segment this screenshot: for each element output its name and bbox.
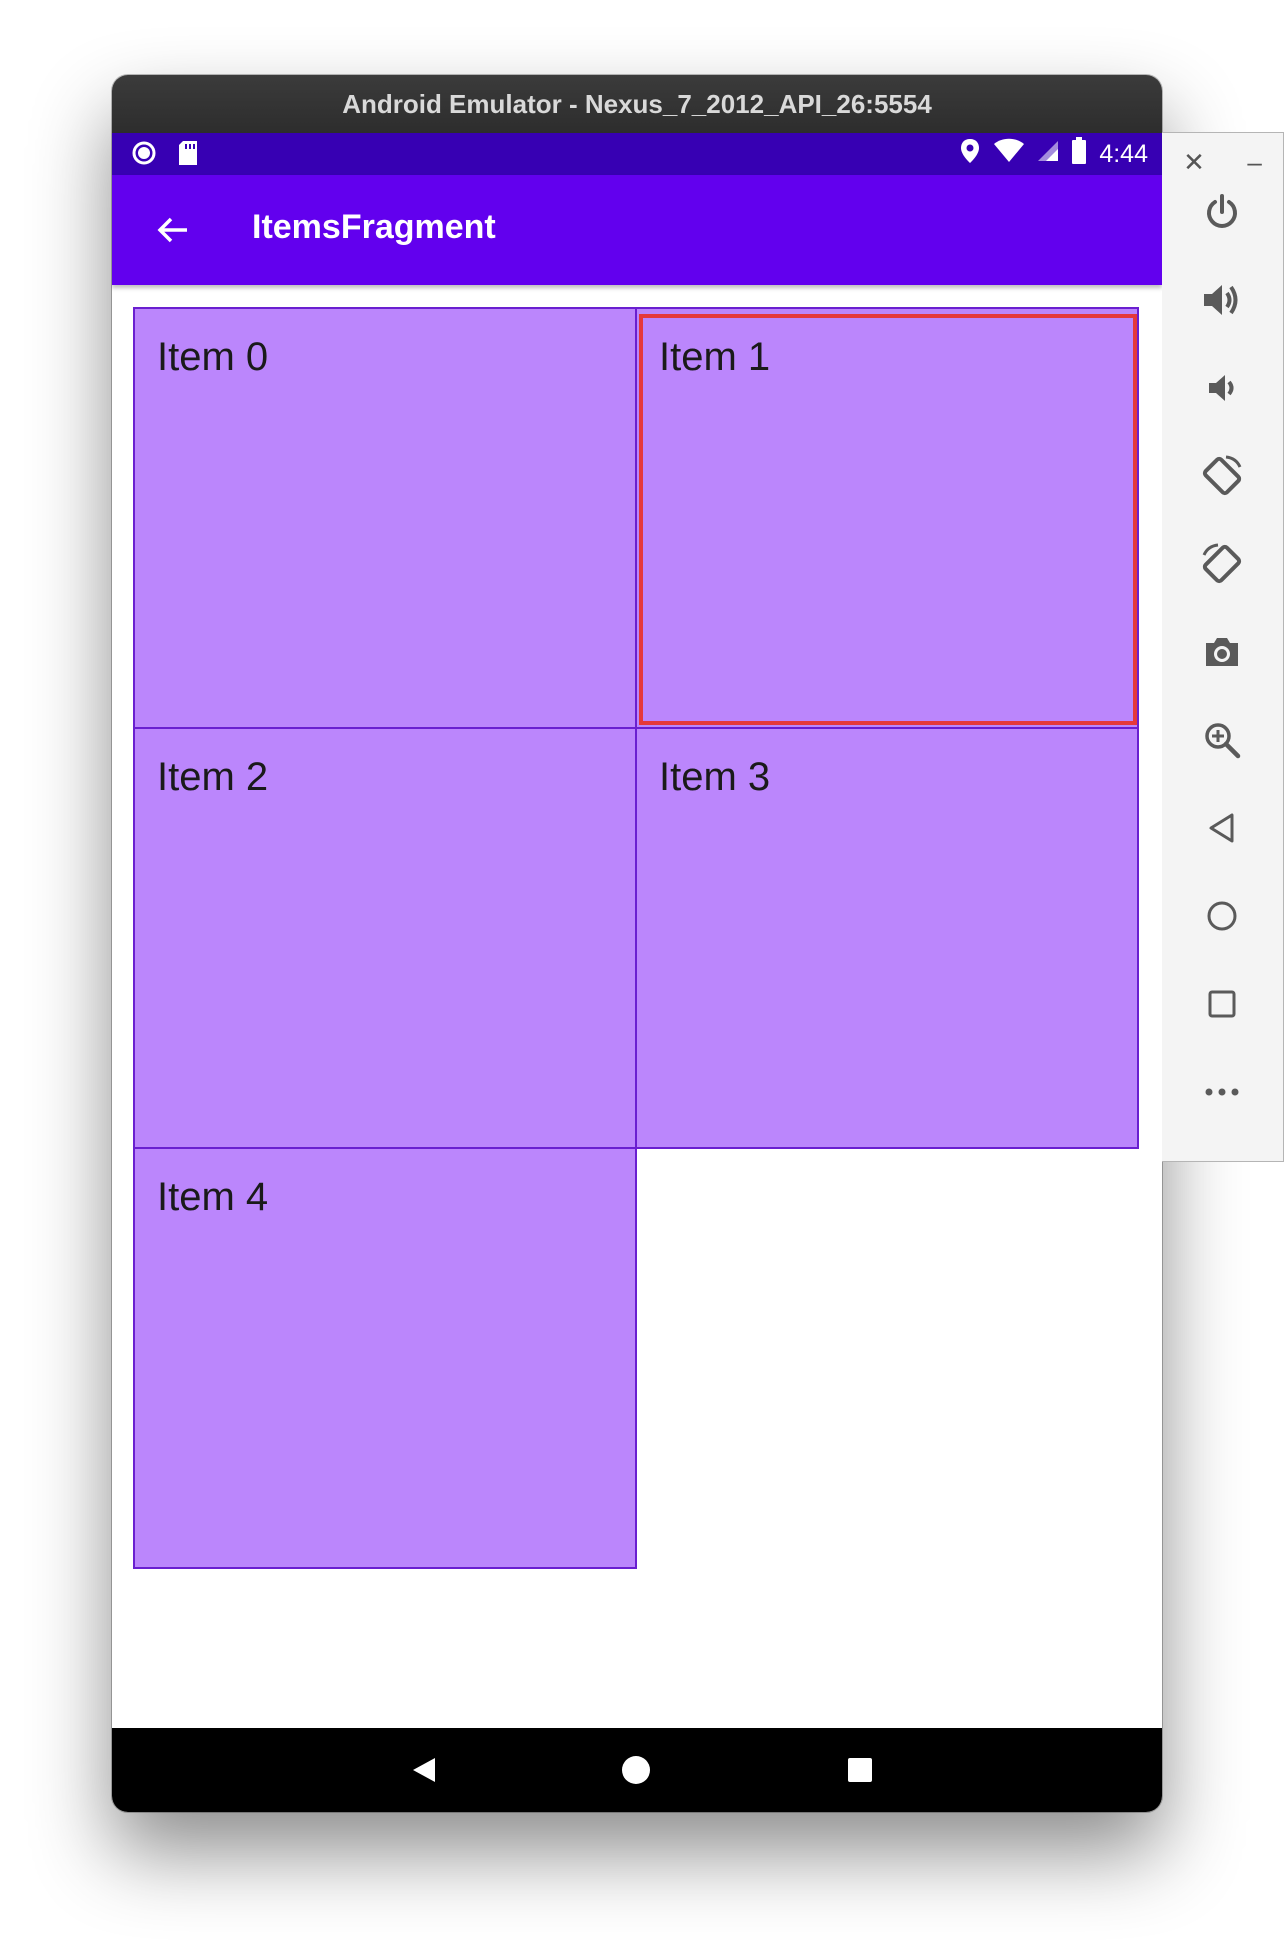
grid-item-label: Item 0 [157, 335, 269, 379]
status-bar: 4:44 [112, 133, 1162, 175]
wifi-icon [993, 138, 1025, 171]
battery-icon [1071, 137, 1087, 172]
emulator-side-toolbar: ✕ – [1162, 132, 1284, 1162]
volume-down-icon[interactable] [1193, 359, 1251, 417]
toolbar-window-controls: ✕ – [1162, 147, 1283, 178]
grid-item-1[interactable]: Item 1 [635, 307, 1139, 729]
sd-card-icon [176, 139, 200, 172]
grid-item-2[interactable]: Item 2 [133, 727, 637, 1149]
minimize-icon[interactable]: – [1247, 147, 1262, 177]
grid-item-3[interactable]: Item 3 [635, 727, 1139, 1149]
home-icon[interactable] [610, 1744, 662, 1796]
grid-item-label: Item 3 [659, 755, 771, 799]
camera-icon[interactable] [1193, 623, 1251, 681]
recents-icon[interactable] [834, 1744, 886, 1796]
grid-item-0[interactable]: Item 0 [133, 307, 637, 729]
grid-item-label: Item 4 [157, 1175, 269, 1219]
items-grid: Item 0 Item 1 Item 2 Item 3 Item 4 [112, 285, 1162, 1803]
home-icon[interactable] [1193, 887, 1251, 945]
rotate-left-icon[interactable] [1193, 447, 1251, 505]
zoom-icon[interactable] [1193, 711, 1251, 769]
status-left-icons [130, 139, 200, 172]
overview-icon[interactable] [1193, 975, 1251, 1033]
notification-circle-icon [130, 139, 158, 172]
power-icon[interactable] [1193, 183, 1251, 241]
close-icon[interactable]: ✕ [1183, 147, 1205, 177]
back-icon[interactable] [398, 1744, 450, 1796]
window-title: Android Emulator - Nexus_7_2012_API_26:5… [342, 88, 932, 119]
status-time: 4:44 [1099, 140, 1148, 168]
signal-icon [1037, 139, 1059, 170]
navigation-bar [112, 1728, 1162, 1812]
rotate-right-icon[interactable] [1193, 535, 1251, 593]
location-icon [959, 137, 981, 172]
status-right-icons: 4:44 [959, 137, 1148, 172]
more-icon[interactable] [1193, 1063, 1251, 1121]
arrow-left-icon[interactable] [148, 205, 198, 255]
window-titlebar[interactable]: Android Emulator - Nexus_7_2012_API_26:5… [112, 75, 1162, 133]
emulator-window: Android Emulator - Nexus_7_2012_API_26:5… [112, 75, 1162, 1812]
page-title: ItemsFragment [252, 208, 496, 246]
volume-up-icon[interactable] [1193, 271, 1251, 329]
grid-item-label: Item 2 [157, 755, 269, 799]
grid-item-label: Item 1 [659, 335, 771, 379]
back-icon[interactable] [1193, 799, 1251, 857]
grid-item-4[interactable]: Item 4 [133, 1147, 637, 1569]
app-bar: ItemsFragment [112, 175, 1162, 285]
